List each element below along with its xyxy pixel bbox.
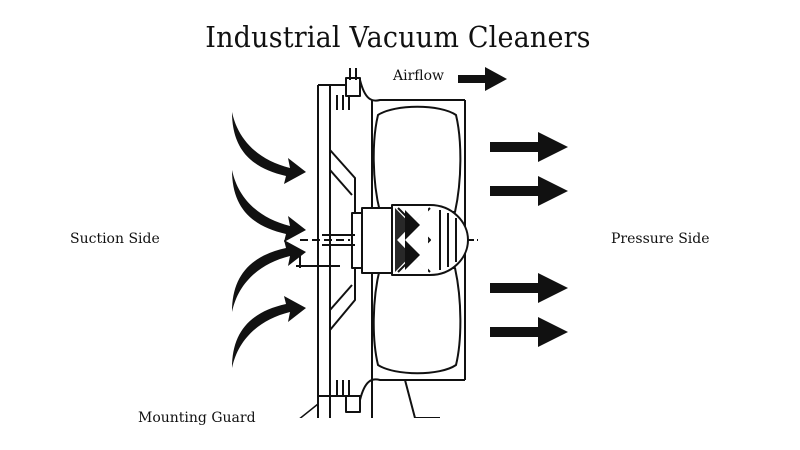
suction-arrow — [232, 170, 306, 242]
pressure-arrow — [490, 132, 568, 162]
pressure-side-label: Pressure Side — [611, 231, 710, 247]
mounting-guard — [317, 68, 361, 418]
diagram-title: Industrial Vacuum Cleaners — [205, 20, 591, 54]
pressure-arrow — [490, 273, 568, 303]
fan-hub — [296, 204, 478, 276]
pressure-arrows — [458, 67, 568, 347]
pressure-arrow — [490, 317, 568, 347]
suction-arrows — [232, 112, 306, 368]
suction-arrow — [232, 240, 306, 312]
fan-blades — [372, 105, 462, 375]
airflow-label: Airflow — [393, 68, 445, 84]
suction-side-label: Suction Side — [70, 231, 160, 247]
suction-arrow — [232, 112, 306, 184]
airflow-arrow — [458, 67, 507, 91]
mounting-guard-label: Mounting Guard — [138, 410, 256, 426]
mounting-guard-leader — [299, 403, 319, 418]
suction-arrow — [232, 296, 306, 368]
pressure-arrow — [490, 176, 568, 206]
